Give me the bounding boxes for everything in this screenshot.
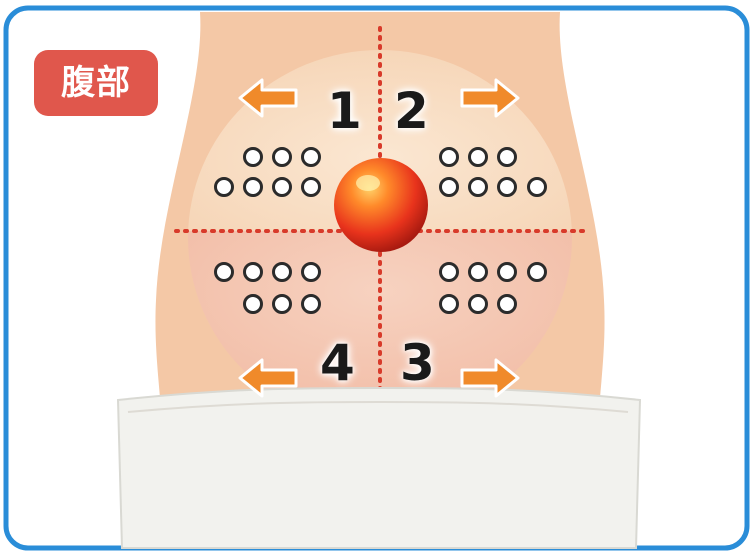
zone-number-2: 2 [394,86,429,136]
zone-number-1: 1 [327,86,362,136]
navel-ball-icon [334,158,428,252]
zone-number-3: 3 [400,338,435,388]
zone-number-4: 4 [320,338,355,388]
underwear [118,388,640,548]
body-part-label: 腹部 [34,50,158,116]
